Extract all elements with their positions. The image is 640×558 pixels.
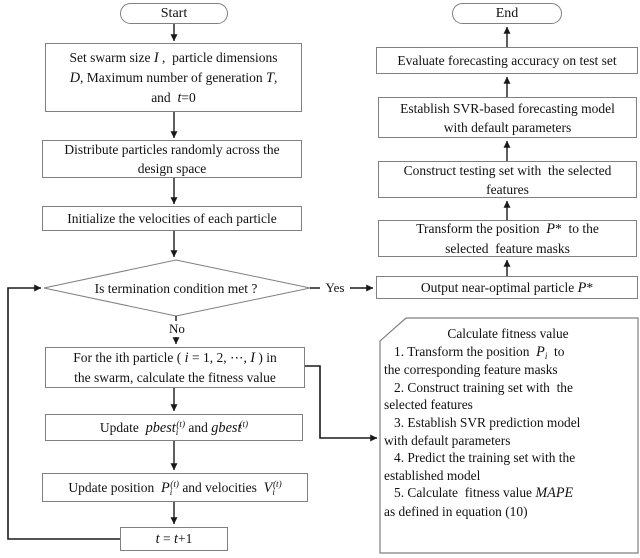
annotation-line: 1. Transform the position Pi to: [384, 343, 565, 361]
text-line: Transform the position P* to the: [416, 221, 599, 237]
annotation-line: the corresponding feature masks: [384, 362, 558, 378]
annotation-title: Calculate fitness value: [447, 326, 569, 341]
node-calculate-fitness: For the ith particle ( i = 1, 2, ⋯, I ) …: [45, 347, 305, 388]
text-line: For the ith particle ( i = 1, 2, ⋯, I ) …: [73, 350, 277, 366]
node-output-particle: Output near-optimal particle P*: [376, 276, 638, 299]
arrow-to-annotation: [305, 365, 378, 442]
node-update-position: Update position Pi(t) and velocities Vi(…: [42, 473, 308, 502]
text-line: Set swarm size I , particle dimensions: [69, 49, 278, 66]
text-line: Update pbesti(t) and gbest(t): [99, 418, 249, 437]
annotation-fitness-steps: Calculate fitness value 1. Transform the…: [384, 325, 632, 521]
node-evaluate-accuracy: Evaluate forecasting accuracy on test se…: [376, 47, 638, 74]
start-terminator: Start: [120, 3, 228, 24]
text-line: the swarm, calculate the fitness value: [74, 370, 276, 385]
text-line: Establish SVR-based forecasting model: [400, 100, 615, 116]
annotation-line: 4. Predict the training set with the: [384, 450, 576, 466]
node-construct-testing-set: Construct testing set with the selected …: [378, 161, 637, 198]
text-line: t = t+1: [155, 531, 193, 547]
text-line: Initialize the velocities of each partic…: [67, 211, 277, 226]
end-terminator: End: [452, 3, 562, 24]
annotation-line: selected features: [384, 397, 473, 413]
text-line: Construct testing set with the selected: [403, 162, 612, 178]
annotation-shape: [379, 317, 639, 554]
arrow-feedback-loop: [7, 284, 120, 540]
node-establish-svr-model: Establish SVR-based forecasting model wi…: [378, 97, 637, 138]
end-label: End: [495, 6, 519, 21]
text-line: Output near-optimal particle P*: [420, 279, 594, 296]
text-line: Distribute particles randomly across the: [64, 142, 280, 157]
annotation-line: 5. Calculate fitness value MAPE: [384, 485, 574, 502]
node-update-best: Update pbesti(t) and gbest(t): [45, 414, 303, 441]
text-line: design space: [137, 161, 207, 176]
node-transform-position: Transform the position P* to the selecte…: [378, 220, 637, 257]
text-line: Update position Pi(t) and velocities Vi(…: [68, 478, 282, 497]
text-line: Is termination condition met ?: [94, 280, 258, 296]
text-line: selected feature masks: [445, 241, 570, 256]
annotation-line: 2. Construct training set with the: [384, 379, 573, 395]
text-line: Evaluate forecasting accuracy on test se…: [397, 53, 617, 68]
yes-branch-label: Yes: [320, 280, 350, 296]
text-line: D, Maximum number of generation T,: [69, 69, 278, 86]
no-branch-label: No: [163, 321, 191, 337]
node-initialize-velocities: Initialize the velocities of each partic…: [42, 206, 302, 231]
annotation-line: with default parameters: [384, 432, 511, 448]
text-line: and t=0: [151, 89, 196, 106]
text-line: features: [486, 181, 529, 197]
start-label: Start: [160, 6, 188, 21]
text-line: with default parameters: [443, 119, 572, 135]
annotation-line: as defined in equation (10): [384, 503, 528, 519]
node-distribute-particles: Distribute particles randomly across the…: [42, 140, 302, 178]
annotation-line: 3. Establish SVR prediction model: [384, 414, 581, 430]
node-set-parameters: Set swarm size I , particle dimensions D…: [45, 43, 302, 112]
node-termination-decision: Is termination condition met ?: [66, 279, 286, 297]
annotation-line: established model: [384, 467, 481, 483]
node-increment-t: t = t+1: [120, 527, 228, 551]
